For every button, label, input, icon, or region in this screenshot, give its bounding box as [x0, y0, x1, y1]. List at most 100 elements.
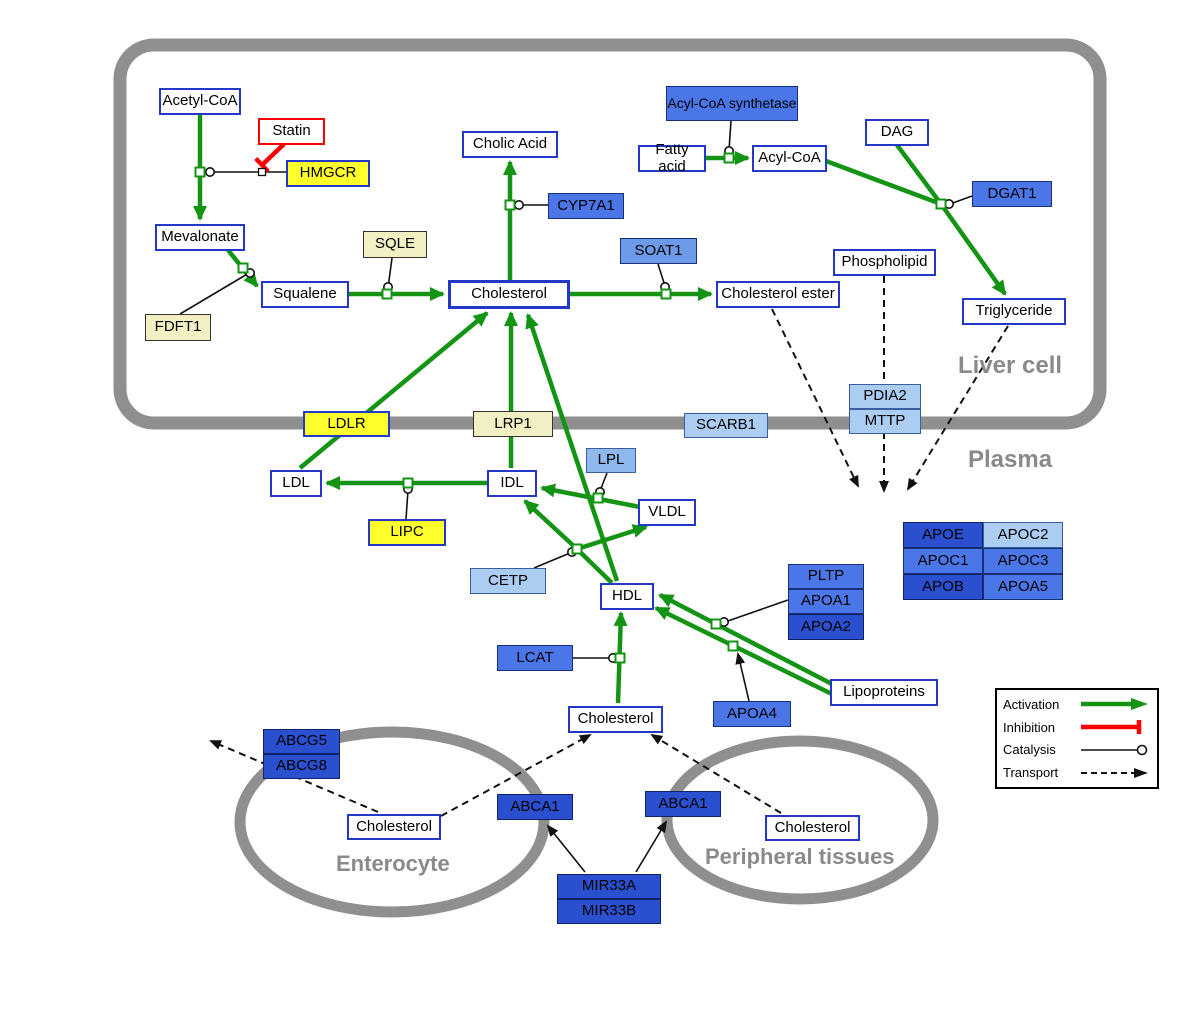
edge-hdl-cetp-node — [575, 547, 614, 585]
gene-pdia2[interactable]: PDIA2 — [849, 384, 921, 409]
legend-catalysis-label: Catalysis — [1003, 742, 1056, 758]
peripheral-tissues-membrane — [661, 735, 939, 905]
metabolite-cholesterol-ester[interactable]: Cholesterol ester — [716, 281, 840, 308]
catalysis-lipc — [405, 489, 409, 520]
legend-catalysis: Catalysis — [1003, 742, 1151, 758]
legend: Activation Inhibition Catalysis Transpor… — [995, 688, 1159, 789]
edge-cetp-idl — [523, 499, 579, 551]
transport-peripheral-abca1 — [650, 733, 782, 814]
gene-mir33b[interactable]: MIR33B — [557, 899, 661, 924]
edge-lipoproteins-hdl-1 — [658, 593, 834, 686]
legend-transport: Transport — [1003, 765, 1151, 781]
gene-abca1-peripheral[interactable]: ABCA1 — [645, 791, 721, 817]
gene-mir33a[interactable]: MIR33A — [557, 874, 661, 899]
enterocyte-label: Enterocyte — [336, 851, 450, 876]
metabolite-ldl[interactable]: LDL — [270, 470, 322, 497]
metabolite-cholesterol-enterocyte[interactable]: Cholesterol — [347, 814, 441, 840]
gene-hmgcr[interactable]: HMGCR — [286, 160, 370, 187]
metabolite-acyl-coa[interactable]: Acyl-CoA — [752, 145, 827, 172]
catalysis-cetp — [533, 552, 571, 569]
metabolite-hdl[interactable]: HDL — [600, 583, 654, 610]
liver-cell-label: Liver cell — [958, 352, 1063, 379]
activation-arrow-icon — [1081, 698, 1148, 711]
gene-cyp7a1[interactable]: CYP7A1 — [548, 193, 624, 219]
catalysis-circles — [205, 146, 954, 663]
gene-pltp[interactable]: PLTP — [788, 564, 864, 589]
catalysis-apoa1 — [724, 599, 789, 623]
metabolite-fatty-acid[interactable]: Fatty acid — [638, 141, 706, 174]
arrow-mir33-abca1-right — [635, 820, 668, 873]
gene-mttp[interactable]: MTTP — [849, 409, 921, 434]
catalysis-fdft1 — [179, 272, 250, 315]
gene-apoc2[interactable]: APOC2 — [983, 522, 1063, 548]
metabolite-cholic-acid[interactable]: Cholic Acid — [462, 131, 558, 158]
metabolite-vldl[interactable]: VLDL — [638, 499, 696, 526]
gene-fdft1[interactable]: FDFT1 — [145, 314, 211, 341]
gene-dgat1[interactable]: DGAT1 — [972, 181, 1052, 207]
gene-lpl[interactable]: LPL — [586, 448, 636, 473]
edge-lipoproteins-hdl-2 — [654, 605, 837, 699]
legend-transport-label: Transport — [1003, 765, 1059, 781]
enterocyte-membrane — [234, 726, 550, 918]
reaction-squares — [194, 152, 947, 664]
edge-acylcoa-junction — [825, 158, 942, 207]
gene-abcg5[interactable]: ABCG5 — [263, 729, 340, 754]
metabolite-phospholipid[interactable]: Phospholipid — [833, 249, 936, 276]
metabolite-acetyl-coa[interactable]: Acetyl-CoA — [159, 88, 241, 115]
plasma-label: Plasma — [968, 446, 1053, 473]
gene-apoa5[interactable]: APOA5 — [983, 574, 1063, 600]
gene-lrp1[interactable]: LRP1 — [473, 411, 553, 437]
transport-triglyceride — [906, 325, 1009, 491]
liver-cell-membrane — [113, 38, 1107, 430]
metabolite-cholesterol-peripheral[interactable]: Cholesterol — [765, 815, 860, 841]
gene-sqle[interactable]: SQLE — [363, 231, 427, 258]
peripheral-tissues-label: Peripheral tissues — [705, 844, 895, 869]
metabolite-triglyceride[interactable]: Triglyceride — [962, 298, 1066, 325]
transport-cholesterol-ester — [771, 308, 859, 488]
drug-statin[interactable]: Statin — [258, 118, 325, 145]
gene-abca1-enterocyte[interactable]: ABCA1 — [497, 794, 573, 820]
gene-apoa1[interactable]: APOA1 — [788, 589, 864, 614]
gene-soat1[interactable]: SOAT1 — [620, 238, 697, 264]
gene-apoa4[interactable]: APOA4 — [713, 701, 791, 727]
legend-activation: Activation — [1003, 696, 1151, 712]
gene-apoc3[interactable]: APOC3 — [983, 548, 1063, 574]
gene-apoc1[interactable]: APOC1 — [903, 548, 983, 574]
metabolite-cholesterol-plasma[interactable]: Cholesterol — [568, 706, 663, 733]
metabolite-mevalonate[interactable]: Mevalonate — [155, 224, 245, 251]
gene-ldlr[interactable]: LDLR — [303, 411, 390, 437]
legend-inhibition: Inhibition — [1003, 719, 1151, 735]
gene-scarb1[interactable]: SCARB1 — [684, 413, 768, 438]
legend-inhibition-label: Inhibition — [1003, 719, 1056, 735]
membranes — [113, 38, 1107, 918]
catalysis-acylcoa-synthetase — [728, 120, 732, 151]
gene-acyl-coa-synthetase[interactable]: Acyl-CoA synthetase — [666, 86, 798, 121]
metabolite-squalene[interactable]: Squalene — [261, 281, 349, 308]
transport-enterocyte-abca1 — [440, 734, 592, 817]
gene-apoa2[interactable]: APOA2 — [788, 614, 864, 640]
edge-junction-triglyceride — [939, 202, 1007, 296]
edge-cetp-vldl — [576, 524, 648, 552]
statin-junction-square — [257, 167, 267, 177]
transport-dashed-arrow-icon — [1081, 767, 1148, 778]
edge-hdl-cholesterol — [525, 313, 620, 582]
gene-lcat[interactable]: LCAT — [497, 645, 573, 671]
arrow-apoa4 — [735, 652, 750, 702]
edge-vldl-idl — [540, 483, 641, 510]
inhibition-tbar-icon — [1081, 720, 1142, 735]
gene-cetp[interactable]: CETP — [470, 568, 546, 594]
metabolite-cholesterol-liver[interactable]: Cholesterol — [448, 280, 570, 309]
metabolite-dag[interactable]: DAG — [865, 119, 929, 146]
catalysis-circle-icon — [1081, 744, 1148, 756]
gene-abcg8[interactable]: ABCG8 — [263, 754, 340, 779]
metabolite-idl[interactable]: IDL — [487, 470, 537, 497]
metabolite-lipoproteins[interactable]: Lipoproteins — [830, 679, 938, 706]
gene-apoe[interactable]: APOE — [903, 522, 983, 548]
gene-lipc[interactable]: LIPC — [368, 519, 446, 546]
arrow-mir33-abca1-left — [546, 824, 586, 873]
inhibition-edge-statin — [254, 142, 286, 174]
gene-apob[interactable]: APOB — [903, 574, 983, 600]
edge-dag-junction — [895, 143, 943, 206]
